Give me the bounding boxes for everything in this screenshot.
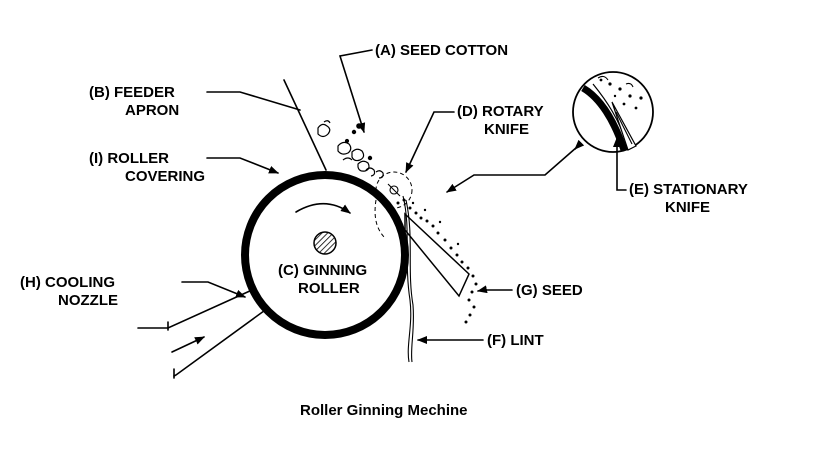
detail-magnifier <box>572 71 654 153</box>
label-ginning-roller: (C) GINNING ROLLER <box>278 262 371 297</box>
label-cooling-nozzle: (H) COOLING NOZZLE <box>20 274 119 309</box>
roller-shaft <box>313 231 337 255</box>
rotary-knife <box>374 171 413 239</box>
label-seed: (G) SEED <box>516 282 583 299</box>
seed-dots <box>396 198 478 324</box>
lint-strand <box>402 195 414 363</box>
label-stationary-knife: (E) STATIONARY KNIFE <box>629 181 752 216</box>
roller-covering-ring <box>241 171 409 339</box>
label-rotary-knife: (D) ROTARY KNIFE <box>457 103 548 138</box>
stationary-knife <box>404 212 470 298</box>
label-feeder-apron: (B) FEEDER APRON <box>89 84 179 119</box>
diagram-caption: Roller Ginning Mechine <box>300 402 468 419</box>
cooling-nozzle <box>137 289 269 379</box>
seed-cotton-tufts <box>317 120 384 179</box>
label-lint: (F) LINT <box>487 332 544 349</box>
label-seed-cotton: (A) SEED COTTON <box>375 42 508 59</box>
rotation-direction-arrow <box>295 202 351 214</box>
label-roller-covering: (I) ROLLER COVERING <box>89 150 205 185</box>
feeder-apron <box>283 79 327 171</box>
leader-lines <box>181 49 627 344</box>
ginning-roller <box>241 171 409 339</box>
